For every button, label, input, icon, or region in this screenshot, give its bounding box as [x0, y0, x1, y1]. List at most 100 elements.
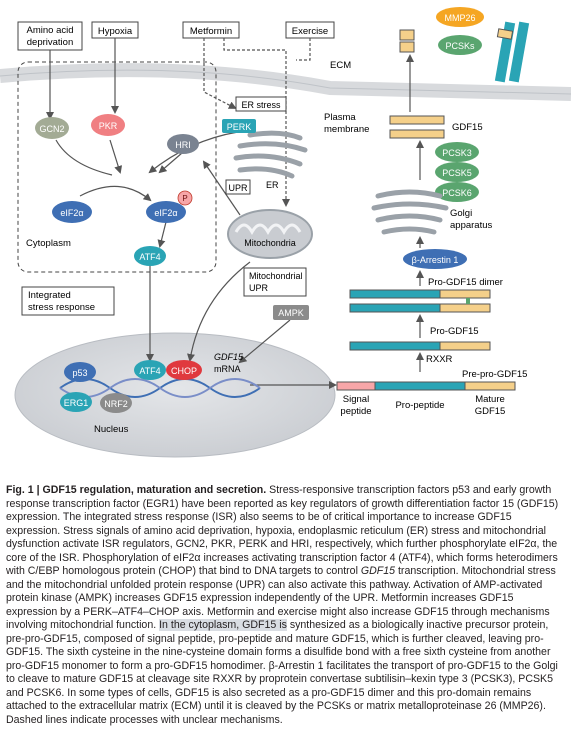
- caption-text-1: Stress-responsive transcription factors …: [6, 484, 559, 577]
- golgi-label-1: Golgi: [450, 208, 472, 219]
- secreted-gdf15: [399, 29, 415, 53]
- pkr-label: PKR: [99, 121, 118, 131]
- eif2a-right-label: eIF2α: [154, 208, 177, 218]
- mmp26: MMP26: [436, 7, 484, 27]
- nrf2: NRF2: [100, 393, 132, 413]
- p53: p53: [64, 362, 96, 382]
- barr-label: β-Arrestin 1: [412, 255, 459, 265]
- metformin-box: Metformin: [182, 21, 240, 39]
- figure-caption: Fig. 1 | GDF15 regulation, maturation an…: [6, 484, 566, 727]
- progdf15-label: Pro-GDF15: [430, 326, 479, 337]
- mrna-label: mRNA: [214, 364, 241, 374]
- exercise-box: Exercise: [285, 21, 335, 39]
- gdf15-gene-label: GDF15: [214, 352, 244, 362]
- eif2a-left: eIF2α: [52, 201, 92, 223]
- pcsk3: PCSK3: [435, 142, 479, 162]
- mature-label-2: GDF15: [475, 406, 506, 417]
- ampk-label: AMPK: [278, 308, 304, 318]
- plasma-label-1: Plasma: [324, 112, 356, 123]
- eif2a-left-label: eIF2α: [60, 208, 83, 218]
- pcsk5-label: PCSK5: [442, 168, 472, 178]
- ecm-prodomain: [494, 21, 530, 83]
- beta-arrestin: β-Arrestin 1: [403, 249, 467, 269]
- mature-label-1: Mature: [475, 394, 505, 405]
- amino-acid-box: Amino acid deprivation: [17, 21, 83, 51]
- ecm-label: ECM: [330, 60, 351, 71]
- eif2a-right: eIF2α: [146, 201, 186, 223]
- gdf15-label: GDF15: [452, 122, 483, 133]
- mmp26-label: MMP26: [444, 13, 475, 23]
- caption-text-3: synthesized as a biologically inactive p…: [6, 619, 558, 726]
- er-stress-label: ER stress: [241, 100, 281, 110]
- mito-upr-label-2: UPR: [249, 283, 269, 293]
- phospho-p: P: [177, 190, 193, 206]
- pkr: PKR: [91, 114, 125, 136]
- atf4-nuc-label: ATF4: [139, 366, 160, 376]
- hypoxia-box: Hypoxia: [91, 21, 139, 39]
- propep-label: Pro-peptide: [395, 400, 444, 411]
- pre-pro-gdf15: [336, 381, 516, 391]
- dimer-label: Pro-GDF15 dimer: [428, 277, 503, 288]
- isr-label-2: stress response: [28, 302, 95, 313]
- p53-label: p53: [72, 368, 87, 378]
- pcsk5: PCSK5: [435, 162, 479, 182]
- pro-gdf15: [349, 341, 491, 351]
- gdf15-pathway-diagram: Amino acid deprivation Hypoxia Metformin…: [0, 7, 571, 458]
- nucleus-label: Nucleus: [94, 424, 129, 435]
- er-stress-box: ER stress: [235, 96, 287, 112]
- gcn2: GCN2: [35, 117, 69, 139]
- pcsk6-label: PCSK6: [442, 188, 472, 198]
- exercise-label: Exercise: [292, 26, 328, 37]
- plasma-label-2: membrane: [324, 124, 369, 135]
- atf4-cyto: ATF4: [134, 246, 166, 266]
- chop: CHOP: [166, 360, 202, 380]
- rxxr-label: RXXR: [426, 354, 453, 365]
- caption-text-2: transcription. Mitochondrial stress and …: [6, 565, 556, 631]
- upr-box: UPR: [225, 179, 251, 195]
- erg1-label: ERG1: [64, 398, 89, 408]
- pcsk6: PCSK6: [435, 182, 479, 202]
- isr-label-1: Integrated: [28, 290, 71, 301]
- mitochondria: Mitochondria: [227, 209, 313, 259]
- pro-gdf15-dimer: [349, 289, 491, 313]
- isr-region: [17, 61, 217, 273]
- upr-label: UPR: [228, 183, 248, 193]
- hypoxia-label: Hypoxia: [98, 26, 133, 37]
- erg1: ERG1: [60, 392, 92, 412]
- metformin-label: Metformin: [190, 26, 232, 37]
- mito-label: Mitochondria: [244, 238, 296, 248]
- mature-gdf15-dimer: [389, 115, 445, 139]
- caption-fig-label: Fig. 1 |: [6, 484, 40, 496]
- golgi-apparatus: [371, 189, 449, 235]
- endoplasmic-reticulum: [233, 130, 308, 179]
- er-label: ER: [266, 180, 279, 190]
- hri-label: HRI: [175, 140, 191, 150]
- pcsks-top-label: PCSKs: [445, 41, 475, 51]
- dna-helix: [59, 378, 261, 398]
- perk-label: PERK: [227, 122, 252, 132]
- nrf2-label: NRF2: [104, 399, 128, 409]
- gcn2-label: GCN2: [39, 124, 64, 134]
- hri: HRI: [167, 134, 199, 154]
- atf4-nuc: ATF4: [134, 360, 166, 380]
- isr-label-box: Integrated stress response: [21, 286, 115, 316]
- signal-label-2: peptide: [340, 406, 371, 417]
- processing-arrows: [406, 54, 424, 372]
- caption-title: GDF15 regulation, maturation and secreti…: [42, 484, 267, 496]
- signal-label-1: Signal: [343, 394, 369, 405]
- prepro-label: Pre-pro-GDF15: [462, 369, 527, 380]
- atf4-cyto-label: ATF4: [139, 252, 160, 262]
- amino-label-1: Amino acid: [27, 25, 74, 36]
- golgi-label-2: apparatus: [450, 220, 493, 231]
- phospho-label: P: [182, 194, 187, 203]
- pcsks-top: PCSKs: [438, 35, 482, 55]
- mito-upr-label-1: Mitochondrial: [249, 271, 303, 281]
- pcsk3-label: PCSK3: [442, 148, 472, 158]
- amino-label-2: deprivation: [27, 37, 73, 48]
- stress-arrows: [46, 38, 311, 207]
- caption-gdf15-italic: GDF15: [360, 565, 396, 577]
- caption-highlight: In the cytoplasm, GDF15 is: [159, 619, 287, 631]
- mito-upr-box: Mitochondrial UPR: [243, 267, 307, 297]
- chop-label: CHOP: [171, 366, 197, 376]
- ampk: AMPK: [273, 305, 309, 320]
